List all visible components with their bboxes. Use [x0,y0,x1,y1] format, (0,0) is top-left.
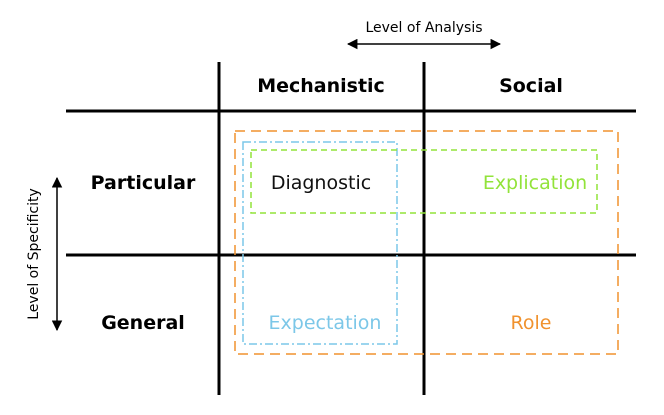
role-label: Role [511,312,552,334]
column-header-social: Social [499,75,563,97]
expectation-region [242,141,398,345]
column-header-mechanistic: Mechanistic [257,75,385,97]
explication-region [250,149,598,214]
row-header-general: General [101,312,185,334]
row-header-particular: Particular [91,172,196,194]
specificity-axis-label: Level of Specificity [26,188,42,320]
explication-label: Explication [483,172,587,194]
expectation-label: Expectation [269,312,382,334]
diagnostic-label: Diagnostic [271,172,371,194]
analysis-axis-label: Level of Analysis [365,20,482,36]
